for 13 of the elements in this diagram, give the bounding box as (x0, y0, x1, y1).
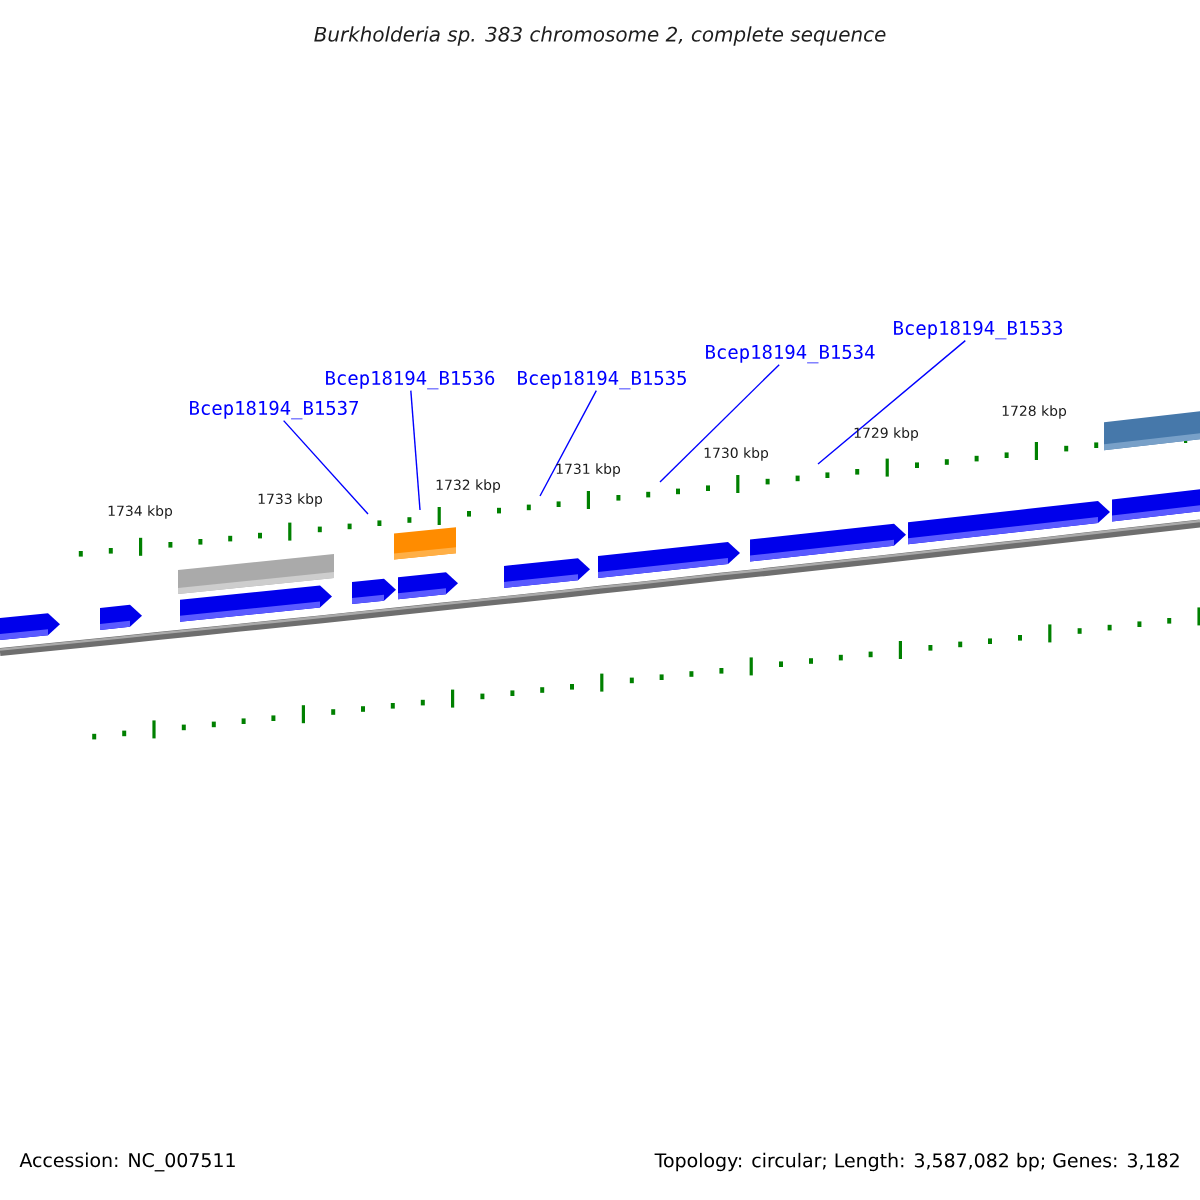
gene-label: Bcep18194_B1534 (706, 344, 875, 364)
title: Burkholderia sp. 383 chromosome 2, complete sequence (314, 26, 886, 46)
leader-line (539, 389, 598, 497)
gene-label: Bcep18194_B1535 (518, 370, 686, 390)
leader-line (817, 339, 966, 465)
gene-label: Bcep18194_B1536 (326, 370, 495, 390)
sequence-info-text: Topology: circular; Length: 3,587,082 bp; Genes: 3,182 (654, 1152, 1179, 1172)
leader-line (410, 389, 421, 511)
leader-line (282, 419, 369, 515)
accession-text: Accession: NC_007511 (19, 1152, 235, 1172)
gene-label: Bcep18194_B1537 (190, 400, 359, 420)
gene-label: Bcep18194_B1533 (894, 320, 1063, 340)
leader-line (659, 363, 780, 483)
